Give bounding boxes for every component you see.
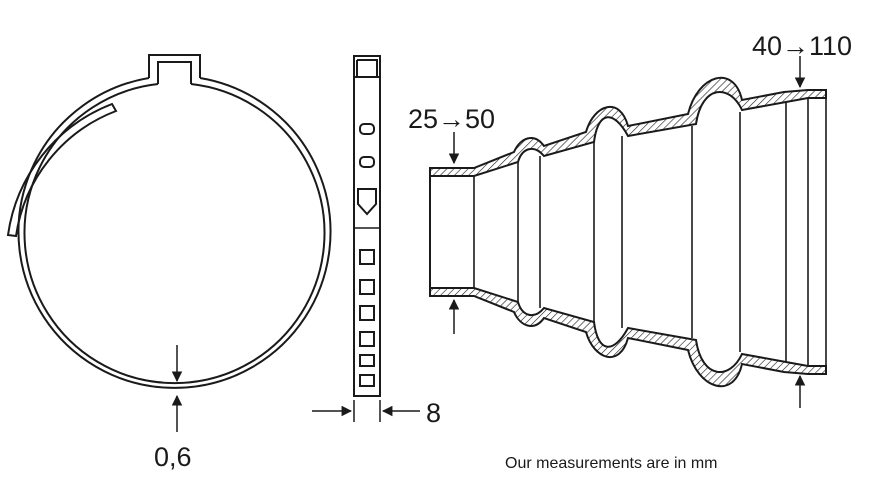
clamp-tab [148, 54, 201, 84]
band-thickness-label: 0,6 [154, 442, 192, 472]
band-slot [359, 374, 375, 387]
hose-clamp-ring [6, 54, 332, 432]
cv-joint-boot [429, 56, 827, 408]
band-slot [359, 331, 375, 347]
band-hole [359, 156, 375, 168]
clamp-band-side-view [312, 55, 420, 422]
width-dimension-arrows [312, 400, 420, 422]
band-hole [359, 123, 375, 135]
band-slot [359, 305, 375, 321]
band-slot [359, 249, 375, 265]
small-end-range-label: 25→50 [408, 104, 496, 134]
band-hook [357, 188, 377, 216]
clamp-ring-inner [23, 83, 326, 385]
band-strip [353, 55, 381, 397]
units-note: Our measurements are in mm [505, 455, 718, 472]
clamp-ring-outer [17, 77, 332, 389]
boot-dimension-arrows [448, 56, 806, 408]
band-width-label: 8 [426, 398, 442, 428]
clamp-band-free-end [6, 102, 118, 238]
large-end-range-label: 40→110 [752, 31, 853, 61]
boot-wall-bottom [429, 287, 827, 388]
band-slot [359, 279, 375, 295]
band-slot [359, 354, 375, 367]
